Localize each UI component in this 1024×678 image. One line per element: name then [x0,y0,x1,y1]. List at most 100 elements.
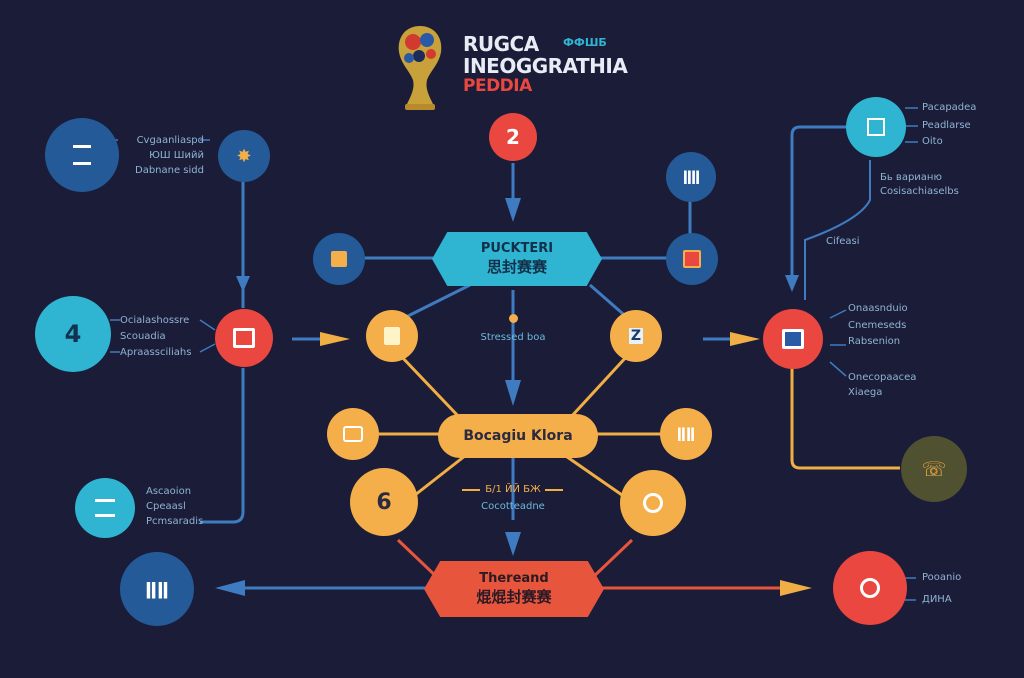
badge-step-2-number: 2 [506,125,520,149]
node-orange-top-right[interactable]: Z [610,310,662,362]
right-3-label-2: ДИНА [922,594,952,605]
menu-icon [95,499,115,517]
hex-bottom-line-1: Thereand [479,571,549,586]
connector-orange-right-up [568,353,630,420]
node-orange-bottom-right[interactable] [620,470,686,536]
left-3-label-1: Ascaoion [146,486,192,497]
node-orange-step-6[interactable]: 6 [350,468,418,536]
leader-right-3 [905,577,916,601]
right-1-label-1: Pacapadea [922,102,977,113]
node-top-right-bars[interactable]: ǁǁ [666,152,716,202]
leader-right-2 [829,309,847,377]
left-1-label-3: Dabnane sidd [135,165,204,176]
right-1-label-3: Oito [922,136,943,147]
node-left-step-4-number: 4 [64,320,82,348]
target-icon [860,578,880,598]
trophy-logo-icon [398,26,442,110]
title-block: RUGCA ФФШБ INEOGGRATHIA PEDDIA [393,22,633,112]
connector-left-lower [200,368,245,524]
arrow-down-top [505,198,521,222]
node-left-star[interactable]: ✸ [218,130,270,182]
connector-orange-left-up [398,353,462,420]
node-left-1[interactable] [45,118,119,192]
connector-red-right [588,538,634,582]
bars-icon: ǁǁ [682,169,700,185]
bars-icon: ǁǁ [145,578,169,600]
badge-step-2[interactable]: 2 [489,113,537,161]
arrow-right-right [730,332,760,346]
connector-hex-left [399,283,471,322]
node-orange-top-left[interactable] [366,310,418,362]
window-icon [782,329,804,349]
node-right-1[interactable] [846,97,906,157]
flag-icon [867,118,885,136]
hex-bottom[interactable]: Thereand 焜焜封赛赛 [424,561,604,617]
screen-icon [343,426,363,442]
right-1-note-1: Бь варианю [880,172,942,183]
left-1-label-1: Cvgaanliaspd [136,135,204,146]
connector-red-left [396,538,442,582]
star-icon: ✸ [236,145,252,167]
arrow-down-right [785,275,799,292]
connector-orange-right-down [559,450,623,497]
node-left-bottom[interactable]: ǁǁ [120,552,194,626]
right-mid-note: Cifeasi [826,236,860,247]
node-left-step-4[interactable]: 4 [35,296,111,372]
mid2-caption-2: Cocotteadne [481,501,545,512]
title-line-2: INEOGGRATHIA [463,54,628,78]
left-3-label-3: Pcmsaradis [146,516,204,527]
hex-top-line-1: PUCKTERI [480,241,554,256]
arrow-right-bottom [780,580,812,596]
right-1-label-2: Peadlarse [922,120,971,131]
hex-top-line-2: 思封赛赛 [486,258,547,276]
left-3-label-2: Cpeaasl [146,501,186,512]
node-top-right-square[interactable] [666,233,718,285]
node-orange-step-6-number: 6 [376,489,392,515]
hex-top[interactable]: PUCKTERI 思封赛赛 [432,232,602,286]
node-orange-mid-right[interactable]: ǁǁ [660,408,712,460]
center-dot [509,314,518,323]
arrow-right-left [320,332,350,346]
right-2-label-2: Cnemeseds [848,320,907,331]
title-line-1-tag: ФФШБ [563,36,607,49]
node-left-red[interactable] [215,309,273,367]
arrow-left-bottom [215,580,245,596]
document-icon [384,327,400,345]
right-2-label-4: Onecopaacea [848,372,917,383]
node-right-phone[interactable]: ☏ [901,436,967,502]
node-orange-mid-left[interactable] [327,408,379,460]
node-top-left-square[interactable] [313,233,365,285]
connector-right-curve [804,160,871,300]
hex-bottom-line-2: 焜焜封赛赛 [476,588,552,606]
node-right-bottom[interactable] [833,551,907,625]
left-2-label-2: Scouadia [120,331,166,342]
bars-icon: ǁǁ [676,426,696,442]
connector-right-upper [790,125,848,282]
node-left-3[interactable] [75,478,135,538]
center-caption-1: Stressed boa [480,332,546,343]
ring-icon [643,493,663,513]
leader-left-2 [110,319,120,353]
title-line-1: RUGCA [463,32,539,56]
chart-icon: Z [628,328,644,344]
arrow-down-left [236,276,250,292]
pill-middle-label: Bocagiu Klora [463,428,573,444]
left-2-label-1: Ocialashossre [120,315,190,326]
right-3-label-1: Pooanio [922,572,962,583]
right-1-note-2: Cosisachiaselbs [880,186,959,197]
phone-icon: ☏ [921,457,947,481]
connector-right-lower [790,368,900,470]
pill-middle[interactable]: Bocagiu Klora [438,414,598,458]
node-right-red[interactable] [763,309,823,369]
right-2-label-1: Onaasnduio [848,303,908,314]
square-icon [331,251,347,267]
right-2-label-5: Xiaega [848,387,883,398]
monitor-icon [233,328,255,348]
leader-left-2b [199,319,216,353]
title-line-3: PEDDIA [463,76,532,96]
right-2-label-3: Rabsenion [848,336,901,347]
arrow-down-bottom [505,532,521,556]
left-1-label-2: ЮШ Шийй [149,150,204,161]
